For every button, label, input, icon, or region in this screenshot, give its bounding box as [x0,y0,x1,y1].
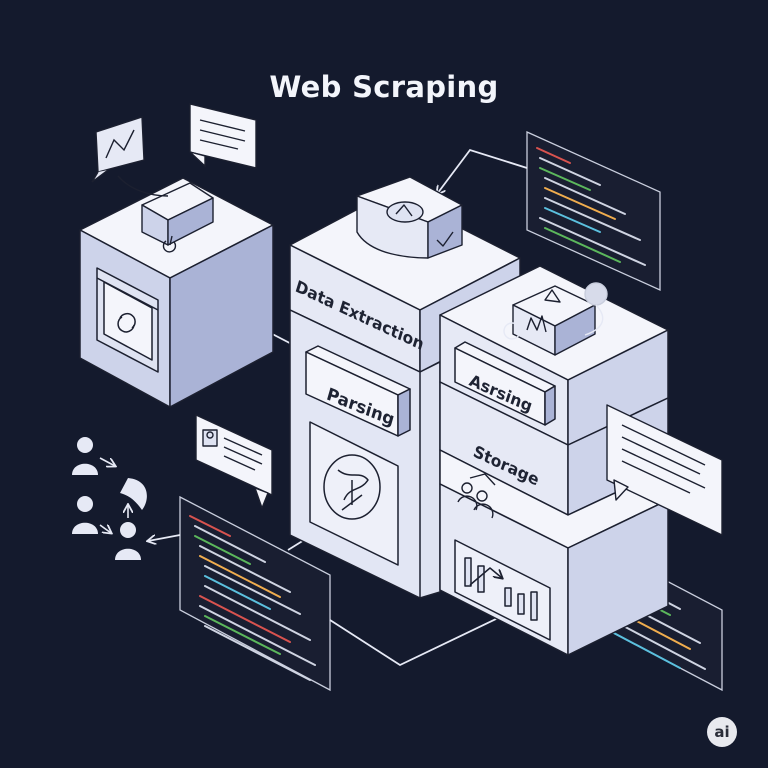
parsing-tag [305,345,411,437]
users-flow-icon [72,437,147,560]
code-panel-top-right [526,130,661,292]
arrow-code-left-to-people [148,534,181,541]
code-panel-left [179,495,331,692]
rocket-card-icon [91,116,145,183]
assing-tag [454,341,556,426]
transform-cube-icon [503,282,608,356]
note-card-icon [606,404,723,536]
code-lines-top-right [536,147,646,266]
parser-engine-icon [309,421,399,566]
arrow-code-to-extraction [437,148,528,194]
code-lines-left [189,515,316,681]
network-icon [457,473,496,519]
page-title: Web Scraping [269,70,499,104]
scraper-box-icon [356,176,463,259]
analytics-chart-icon [454,539,551,641]
ai-badge: ai [707,717,737,747]
profile-card-icon [195,414,273,509]
package-icon [117,175,214,253]
browser-window-icon [96,267,159,373]
chat-bubble-icon [189,103,257,169]
